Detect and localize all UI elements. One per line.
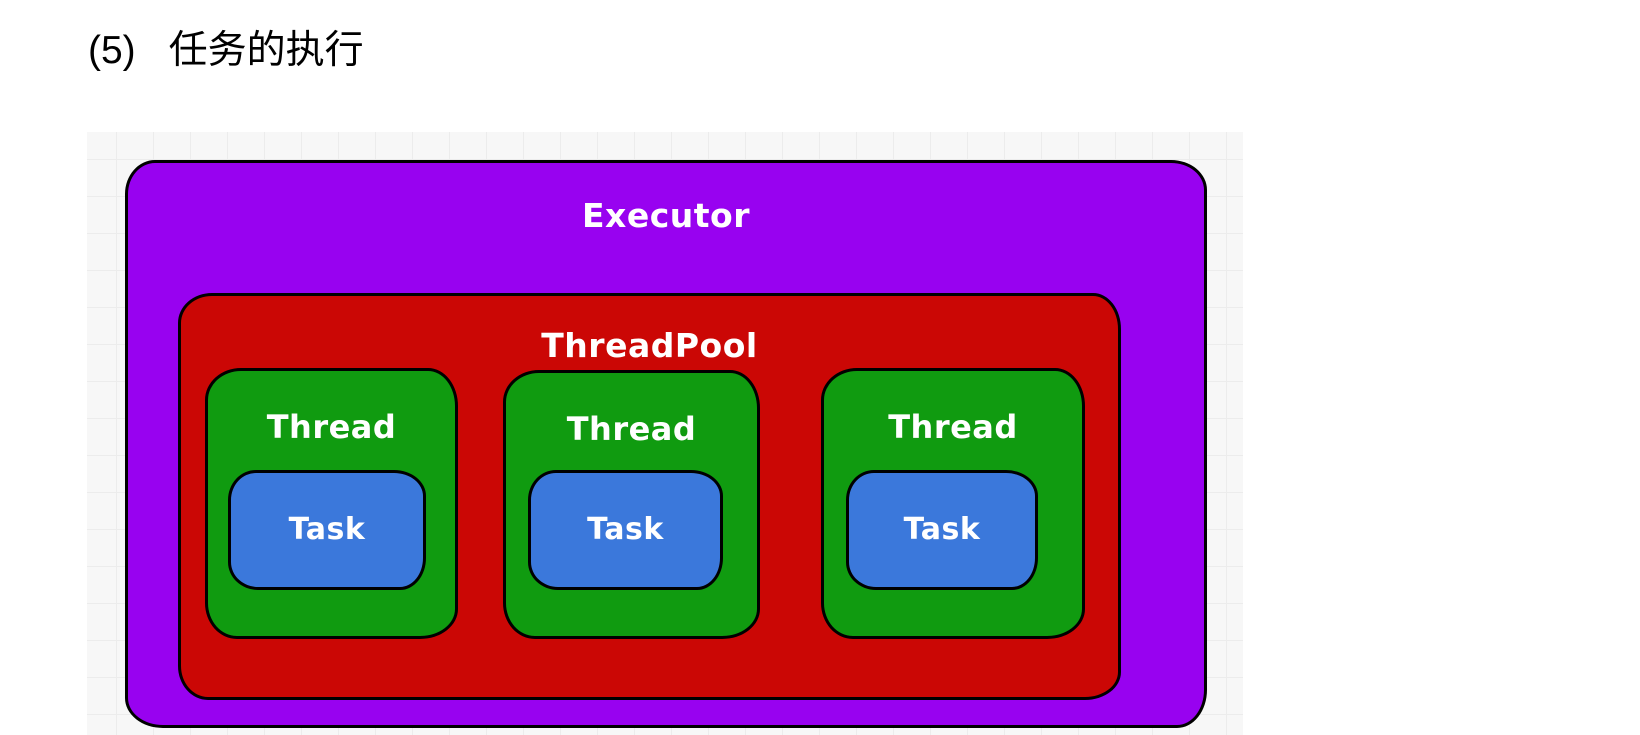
executor-label: Executor — [582, 196, 750, 235]
threadpool-box: ThreadPool Thread Task Thread Task Threa… — [178, 293, 1121, 700]
thread-label: Thread — [888, 408, 1018, 446]
thread-box: Thread Task — [205, 368, 458, 639]
heading-text: 任务的执行 — [168, 29, 364, 72]
thread-label: Thread — [566, 410, 697, 448]
thread-box: Thread Task — [821, 368, 1085, 639]
task-box: Task — [228, 470, 426, 590]
page-title: (5) 任务的执行 — [88, 29, 364, 73]
threadpool-label: ThreadPool — [541, 326, 758, 365]
thread-box: Thread Task — [503, 370, 760, 639]
task-label: Task — [288, 512, 366, 547]
task-label: Task — [903, 512, 981, 547]
heading-index: (5) — [88, 29, 136, 72]
task-box: Task — [846, 470, 1038, 590]
thread-label: Thread — [266, 408, 397, 446]
executor-box: Executor ThreadPool Thread Task Thread T… — [125, 160, 1207, 728]
task-box: Task — [528, 470, 723, 590]
task-label: Task — [587, 512, 664, 547]
